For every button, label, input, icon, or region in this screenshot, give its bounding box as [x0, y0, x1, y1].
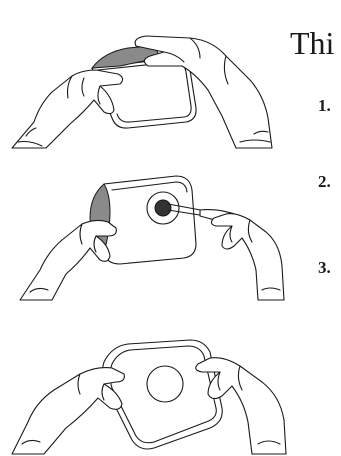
page-title: Thi: [290, 24, 334, 62]
gloved-hands-peeling-backing-icon: [0, 0, 290, 152]
step-number: 3.: [318, 258, 331, 278]
step-number: 1.: [318, 96, 331, 116]
step-number: 2.: [318, 172, 331, 192]
gloved-hands-holding-dressing-icon: [0, 304, 290, 456]
gloved-hands-forceps-wound-dressing-icon: [0, 152, 290, 304]
